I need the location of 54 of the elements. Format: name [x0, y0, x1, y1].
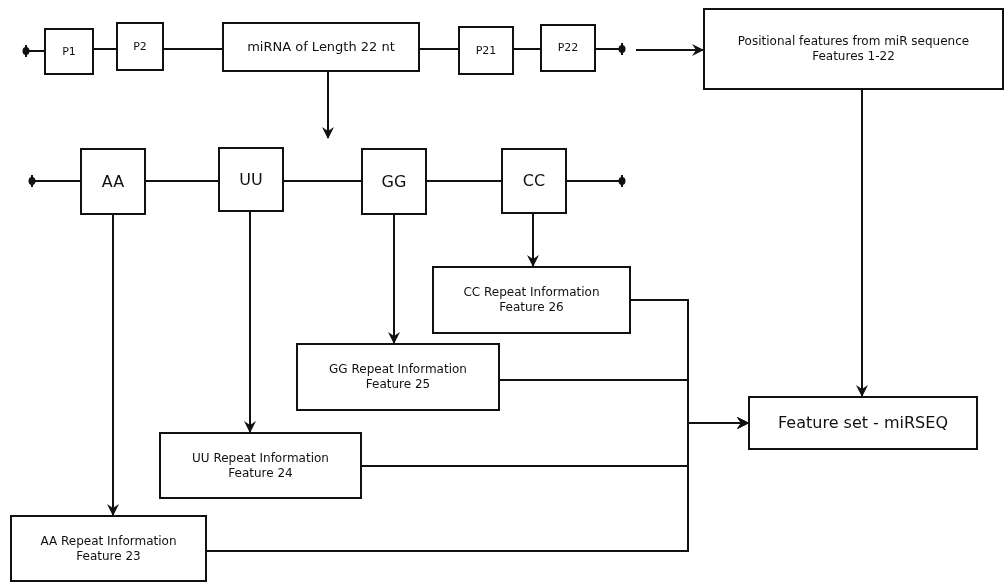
arrow [322, 71, 334, 139]
arrow [388, 214, 400, 344]
connector-line [283, 180, 362, 182]
node-text: UU [239, 169, 263, 190]
process-box [361, 148, 427, 215]
process-box [222, 22, 420, 72]
arrow [635, 44, 704, 56]
process-box [501, 148, 567, 214]
node-text: Feature 23 [76, 548, 141, 564]
node-text: miRNA of Length 22 nt [247, 38, 395, 56]
node-text: Feature 24 [228, 465, 293, 481]
process-box [458, 26, 514, 75]
node-text: Features 1-22 [812, 49, 895, 64]
arrow [107, 214, 119, 516]
connector-line [513, 48, 541, 50]
connector-line [22, 45, 45, 57]
node-text: AA Repeat Information [40, 533, 177, 549]
node-text: CC [522, 171, 546, 191]
process-box [703, 8, 1004, 90]
node-text: AA [101, 171, 125, 192]
process-box [540, 24, 596, 72]
process-box [44, 28, 94, 75]
arrow [856, 89, 868, 397]
node-text: Feature 26 [499, 300, 564, 315]
node-text: GG [381, 171, 407, 192]
arrow [244, 211, 256, 433]
node-text: Feature 25 [365, 377, 431, 392]
process-box [116, 22, 164, 71]
arrow [206, 417, 749, 552]
connector-line [145, 180, 219, 182]
connector-line [163, 48, 223, 50]
node-text: Feature set - miRSEQ [778, 413, 948, 433]
connector-line [93, 48, 117, 50]
connector-line [419, 48, 459, 50]
node-text: P22 [557, 41, 579, 55]
node-text: P1 [62, 44, 76, 59]
node-text: P21 [475, 43, 497, 58]
process-box [218, 147, 284, 212]
node-text: UU Repeat Information [192, 450, 329, 466]
arrow [527, 213, 539, 267]
process-box [80, 148, 146, 215]
node-text: CC Repeat Information [463, 285, 600, 300]
connector-line [566, 175, 626, 187]
connector-line [595, 43, 626, 55]
connector-line [28, 175, 81, 187]
node-text: GG Repeat Information [329, 362, 467, 377]
process-box [432, 266, 631, 334]
node-text: P2 [133, 39, 147, 54]
node-text: Positional features from miR sequence [737, 34, 970, 49]
process-box [10, 515, 207, 582]
connector-line [426, 180, 502, 182]
process-box [296, 343, 500, 411]
process-box [748, 396, 978, 450]
process-box [159, 432, 362, 499]
